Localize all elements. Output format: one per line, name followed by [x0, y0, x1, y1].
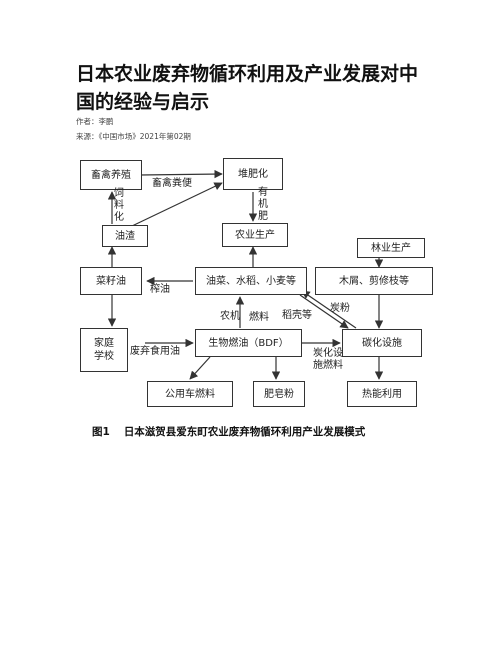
label-fuel: 燃料: [249, 312, 269, 323]
figure-caption-number: 图1: [92, 426, 110, 438]
label-charcoal: 炭粉: [330, 303, 350, 314]
arrow-carbon-crops: [301, 290, 357, 329]
label-organic-fertilizer: 有 机 肥: [258, 187, 268, 222]
article-author: 作者：李鹏: [76, 117, 114, 126]
arrow-crops-carbon: [299, 294, 349, 329]
node-crops: 油菜、水稻、小麦等: [195, 267, 307, 295]
label-pressing: 榨油: [150, 284, 170, 295]
arrow-livestock-compost: [139, 169, 223, 179]
article-title: 日本农业废弃物循环利用及产业发展对中国的经验与启示: [76, 63, 419, 113]
label-facility-fuel: 炭化设 施燃料: [313, 348, 343, 371]
article-source: 来源：《中国市场》2021年第02期: [76, 132, 191, 141]
node-compost: 堆肥化: [223, 158, 283, 190]
node-thermal: 热能利用: [347, 381, 417, 407]
arrow-residue-compost: [131, 182, 223, 227]
arrow-bdf-bus: [189, 356, 211, 380]
node-forestry: 林业生产: [357, 238, 425, 258]
node-livestock: 畜禽养殖: [80, 160, 142, 190]
label-manure: 畜禽粪便: [152, 178, 192, 189]
node-rapeseed-oil: 菜籽油: [80, 267, 142, 295]
label-waste-oil: 废弃食用油: [130, 346, 180, 357]
diagram-arrows: [107, 169, 384, 380]
figure-caption-text: 日本滋贺县爱东町农业废弃物循环利用产业发展模式: [123, 426, 366, 438]
label-husks: 稻壳等: [282, 310, 312, 321]
node-carbonization: 碳化设施: [342, 329, 422, 357]
node-bus-fuel: 公用车燃料: [147, 381, 233, 407]
figure-caption: 图1 日本滋贺县爱东町农业废弃物循环利用产业发展模式: [92, 424, 365, 439]
node-soap: 肥皂粉: [253, 381, 305, 407]
node-oil-residue: 油渣: [102, 225, 148, 247]
label-feed: 饲 料 化: [114, 188, 124, 223]
label-farm-machinery: 农机: [220, 311, 240, 322]
node-household-school: 家庭 学校: [80, 328, 128, 372]
node-agri-production: 农业生产: [222, 223, 288, 247]
node-bdf: 生物燃油（BDF）: [195, 329, 302, 357]
node-wood-waste: 木屑、剪修枝等: [315, 267, 433, 295]
flow-diagram: 畜禽养殖 堆肥化 油渣 农业生产 林业生产 菜籽油 油菜、水稻、小麦等 木屑、剪…: [70, 150, 440, 440]
